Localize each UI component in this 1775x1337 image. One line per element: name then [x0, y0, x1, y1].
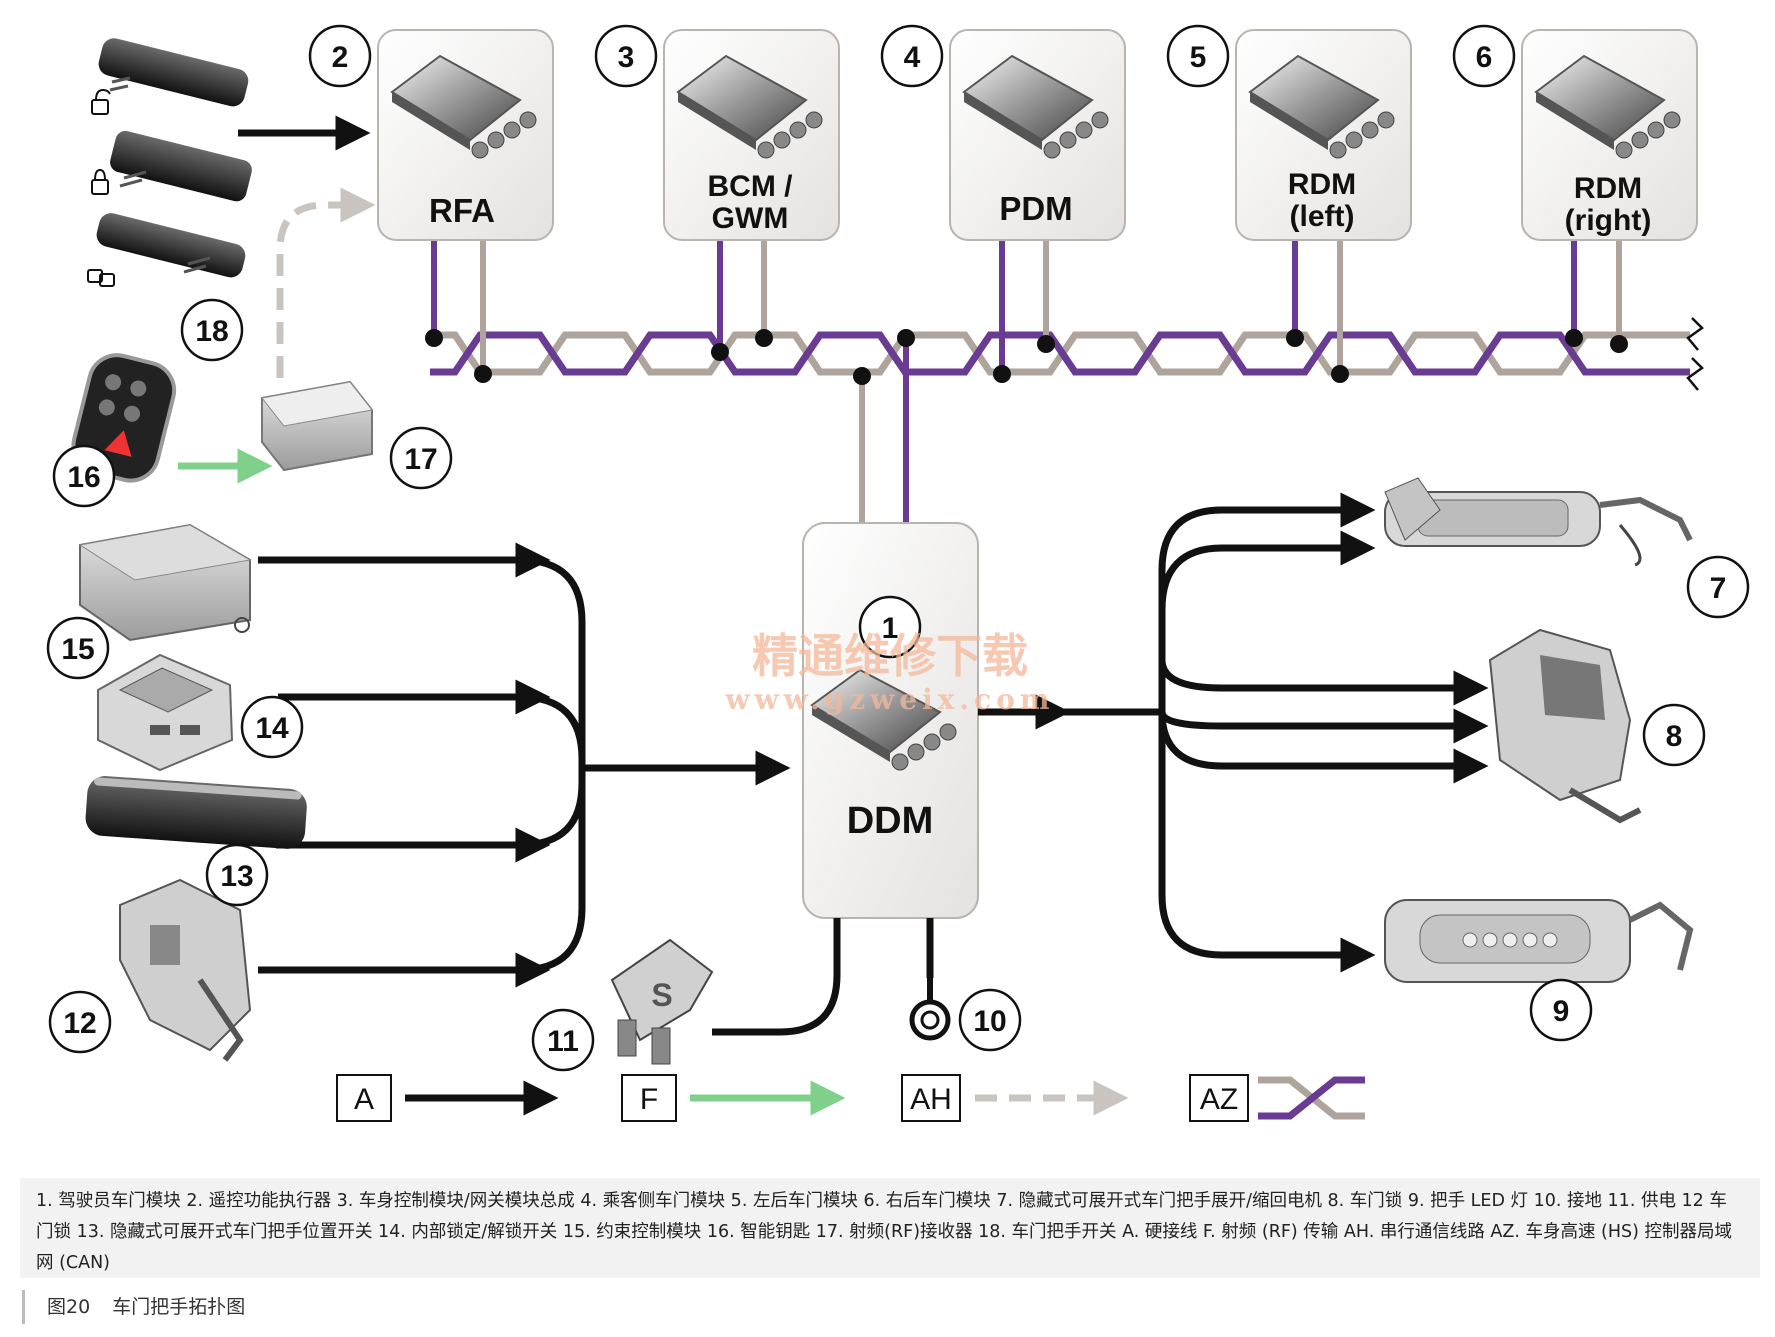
module-label-line2: (right) — [1565, 204, 1652, 237]
ecu-chip-icon — [676, 54, 823, 159]
figure-number: 图20 — [47, 1296, 91, 1318]
door-handle-switches — [87, 38, 252, 287]
deploy-motor-icon — [1384, 477, 1693, 567]
badge-14: 14 — [255, 712, 289, 745]
module-pdm: PDM — [949, 29, 1126, 241]
module-label-line1: RDM — [1574, 172, 1642, 205]
ecu-chip-icon — [1248, 54, 1395, 159]
can-bus-purple-wire — [430, 331, 1690, 376]
legend-hardwire-label: A — [354, 1083, 374, 1116]
badge-9: 9 — [1553, 995, 1570, 1028]
door-handle-topology-diagram: RFA BCM / GWM PDM — [46, 24, 1750, 1122]
ecu-chip-icon — [810, 668, 957, 771]
rf-receiver-icon — [261, 380, 373, 472]
badge-4: 4 — [904, 41, 921, 74]
badge-12: 12 — [63, 1007, 96, 1040]
module-label: RFA — [429, 192, 495, 229]
output-hardwires — [978, 492, 1489, 973]
power-ground-wires — [712, 918, 934, 1036]
fuse-icon: S — [610, 938, 714, 1065]
watermark-url: www.gzweix.com — [724, 683, 1054, 716]
lock-unlock-switch-icon — [97, 653, 234, 772]
module-ddm: 1 DDM — [802, 522, 979, 919]
restraints-control-module-icon — [78, 523, 252, 642]
badge-11: 11 — [547, 1025, 579, 1058]
can-bus-break-mark — [1686, 317, 1704, 391]
badge-7: 7 — [1710, 572, 1727, 605]
legend-hardwire: A — [336, 1074, 559, 1122]
module-label-line2: (left) — [1290, 200, 1355, 233]
double-lock-icon — [87, 256, 211, 287]
module-label-line1: RDM — [1288, 168, 1356, 201]
can-stubs — [431, 236, 1622, 522]
can-bus — [430, 317, 1704, 391]
badge-15: 15 — [61, 633, 94, 666]
serial-arrow-receiver-to-rfa — [276, 187, 376, 378]
legend-serial-label: AH — [910, 1083, 952, 1116]
legend-can: AZ — [1189, 1074, 1365, 1122]
module-label: DDM — [847, 800, 934, 842]
badge-6: 6 — [1476, 41, 1493, 74]
legend-rf-label: F — [640, 1083, 658, 1116]
badge-13: 13 — [220, 860, 253, 893]
legend-serial: AH — [901, 1074, 1129, 1122]
svg-text:S: S — [651, 977, 672, 1013]
module-row: RFA BCM / GWM PDM — [377, 29, 1698, 241]
module-number-badges: 2 3 4 5 6 — [308, 24, 1516, 88]
badge-17: 17 — [404, 443, 437, 476]
module-label-line1: BCM / — [708, 170, 794, 203]
can-junction-dots — [425, 329, 1628, 385]
badge-18: 18 — [195, 315, 228, 348]
unlock-icon — [91, 76, 131, 115]
handle-position-switch-icon — [85, 776, 307, 849]
caption-legend-text: 1. 驾驶员车门模块 2. 遥控功能执行器 3. 车身控制模块/网关模块总成 4… — [20, 1178, 1760, 1278]
badge-1: 1 — [882, 612, 899, 645]
ecu-chip-icon — [390, 54, 537, 159]
ecu-chip-icon — [962, 54, 1109, 159]
door-lock-right-icon — [1488, 628, 1642, 824]
module-label: PDM — [999, 190, 1072, 227]
figure-title-text: 车门把手拓扑图 — [112, 1296, 246, 1318]
badge-8: 8 — [1666, 720, 1683, 753]
legend-can-label: AZ — [1200, 1083, 1238, 1116]
can-bus-grey-wire — [430, 331, 1690, 376]
input-hardwires — [238, 115, 791, 988]
badge-16: 16 — [67, 461, 100, 494]
badge-3: 3 — [618, 41, 635, 74]
legend-rf: F — [621, 1074, 846, 1122]
badge-2: 2 — [332, 41, 349, 74]
badge-10: 10 — [973, 1005, 1006, 1038]
watermark: 精通维修下载 www.gzweix.com — [724, 629, 1054, 716]
lock-icon — [91, 168, 147, 195]
module-rdm-left: RDM (left) — [1235, 29, 1412, 241]
handle-led-icon — [1384, 899, 1694, 983]
module-bcm-gwm: BCM / GWM — [663, 29, 840, 241]
badge-5: 5 — [1190, 41, 1207, 74]
legend: A F AH AZ — [336, 1074, 1365, 1122]
component-number-badges: 7 8 9 10 11 12 13 14 15 16 17 18 — [46, 298, 1750, 1072]
door-lock-left-icon — [119, 878, 252, 1062]
ground-icon — [909, 978, 951, 1041]
module-rdm-right: RDM (right) — [1521, 29, 1698, 241]
ecu-chip-icon — [1534, 54, 1681, 159]
figure-title: 图20 车门把手拓扑图 — [22, 1290, 267, 1324]
module-rfa: RFA — [377, 29, 554, 241]
watermark-text: 精通维修下载 — [752, 629, 1028, 683]
module-label-line2: GWM — [712, 202, 789, 235]
